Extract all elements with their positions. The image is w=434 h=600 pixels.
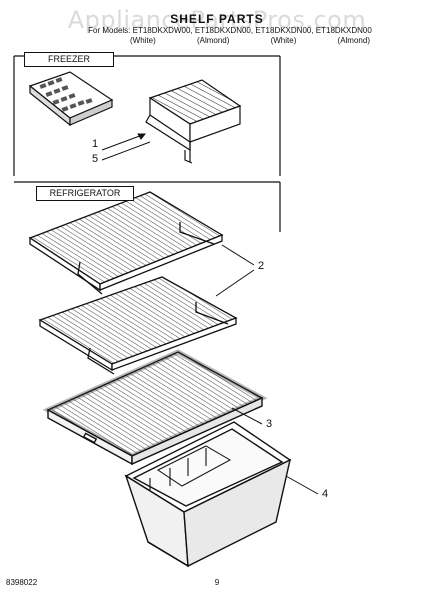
callout-part-3: 3 — [266, 418, 273, 430]
callout-part-1: 1 — [92, 138, 99, 150]
crisper-cover — [42, 349, 268, 466]
color-label: (Almond) — [337, 36, 370, 45]
model-colors: (White) (Almond) (White) (Almond) — [130, 36, 370, 45]
section-label-freezer: FREEZER — [24, 52, 114, 67]
callout-part-4: 4 — [322, 488, 329, 500]
section-label-refrigerator: REFRIGERATOR — [36, 186, 134, 201]
page-number: 9 — [214, 578, 220, 587]
leader-lines — [101, 133, 319, 495]
refrigerator-wire-shelf-upper — [28, 191, 224, 295]
color-label: (White) — [130, 36, 156, 45]
color-label: (Almond) — [196, 36, 230, 45]
ice-cube-tray — [28, 71, 114, 127]
callout-part-5: 5 — [92, 153, 99, 165]
crisper-pan — [124, 421, 292, 568]
document-number: 8398022 — [6, 578, 38, 587]
refrigerator-wire-shelf-lower — [38, 276, 238, 375]
callout-part-2: 2 — [258, 260, 265, 272]
page-title: SHELF PARTS — [170, 12, 264, 26]
model-list: For Models: ET18DKXDW00, ET18DKXDN00, ET… — [88, 26, 372, 35]
refrigerator-frame — [14, 181, 281, 232]
color-label: (White) — [270, 36, 297, 45]
freezer-wire-shelf — [145, 79, 242, 164]
